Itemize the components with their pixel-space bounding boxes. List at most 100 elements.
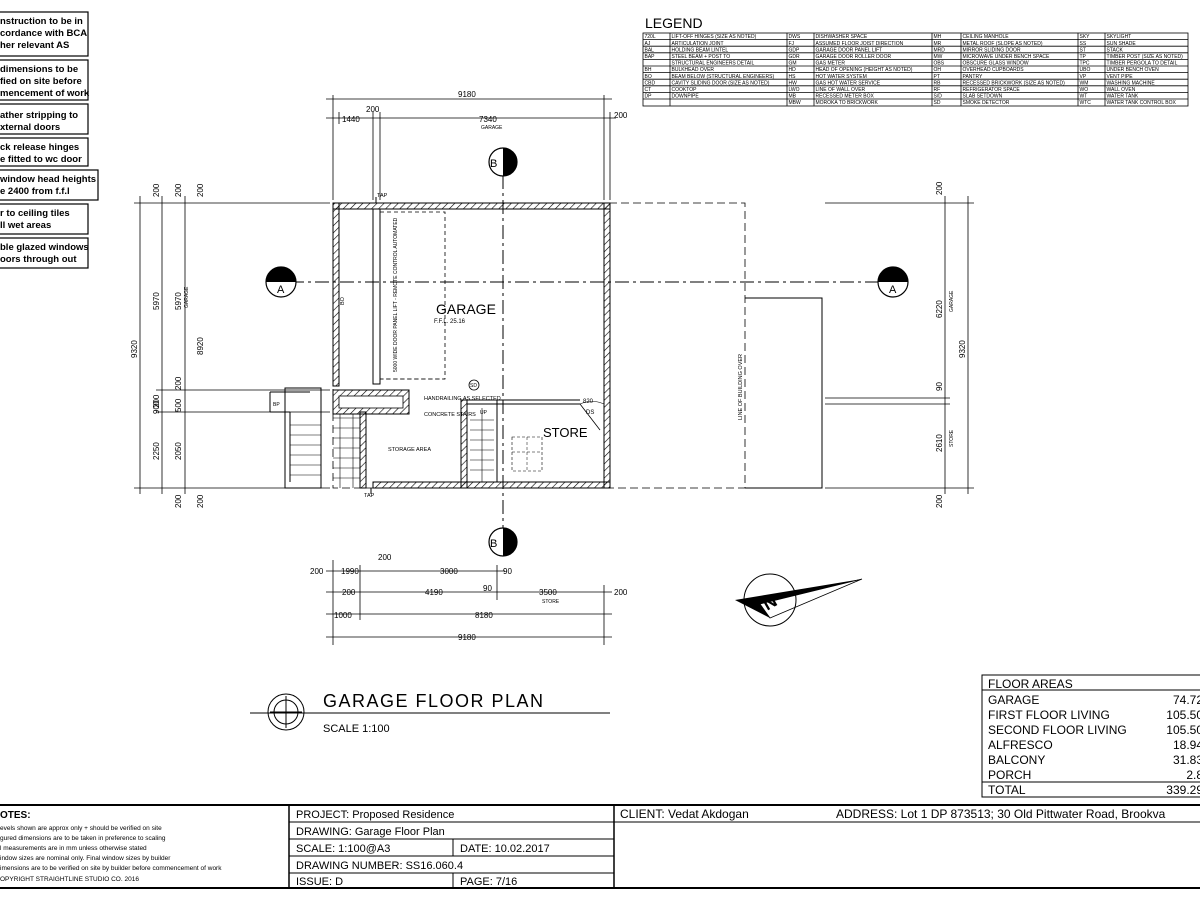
left-notes <box>0 11 99 269</box>
left-note-15: ble glazed windows <box>0 242 89 253</box>
left-note-9: ck release hinges <box>0 142 79 153</box>
section-marker-b-top: B <box>488 147 518 177</box>
legend-code: DWS <box>789 34 801 40</box>
dim-bot-total: 9180 <box>458 633 476 642</box>
legend-code: UBO <box>1080 67 1091 73</box>
legend-code: BO <box>645 74 652 80</box>
bo-label: BO <box>340 296 346 305</box>
legend-description: LINE OF WALL OVER <box>816 87 866 93</box>
dim-bot-3000: 3000 <box>440 567 458 576</box>
up-label: UP <box>480 410 488 416</box>
footer-title-block <box>0 804 1200 889</box>
left-note-8: xternal doors <box>0 122 60 133</box>
dims-left <box>134 196 330 494</box>
north-arrow: N <box>735 573 863 627</box>
legend-description: COOKTOP <box>672 87 698 93</box>
footer-note: imensions are to be verified on site by … <box>0 865 222 872</box>
floor-areas-table <box>981 674 1200 798</box>
dim-left-900: 900 <box>152 400 161 414</box>
footer-notes-title: OTES: <box>0 810 31 821</box>
legend-description: GARAGE DOOR PANEL LIFT <box>816 47 883 53</box>
section-b-label-bottom: B <box>490 538 497 550</box>
dim-right-9320: 9320 <box>958 340 967 358</box>
left-note-11: window head heights <box>0 174 96 185</box>
dim-left-garage: GARAGE <box>184 286 190 308</box>
dim-bot-4190: 4190 <box>425 588 443 597</box>
section-marker-a-right: A <box>877 266 909 298</box>
legend-code: BAP <box>645 54 656 60</box>
legend-description: GAS METER <box>816 61 846 67</box>
section-marker-b-bottom: B <box>488 527 518 557</box>
dim-right-90: 90 <box>935 382 944 391</box>
dim-top-200b: 200 <box>614 111 628 120</box>
dim-bot-200a: 200 <box>310 567 324 576</box>
legend-description: MOROKA TO BRICKWORK <box>816 100 879 106</box>
legend-title: LEGEND <box>645 15 703 31</box>
stairs-note: CONCRETE STAIRS <box>424 412 476 418</box>
footer-note: l measurements are in mm unless otherwis… <box>0 845 147 852</box>
dim-bot-90a: 90 <box>503 567 512 576</box>
line-of-building-label: LINE OF BUILDING OVER <box>738 354 744 420</box>
dim-bot-3500: 3500 <box>539 588 557 597</box>
dim-bot-200c: 200 <box>614 588 628 597</box>
legend-description: HOT WATER SYSTEM <box>816 74 867 80</box>
legend-code: HD <box>789 67 797 73</box>
footer-address: ADDRESS: Lot 1 DP 873513; 30 Old Pittwat… <box>836 807 1166 821</box>
legend-code: WTC <box>1080 100 1092 106</box>
sd-label: SD <box>470 383 477 389</box>
dim-left-5970b: 5970 <box>174 292 183 310</box>
legend-code: BH <box>645 67 652 73</box>
footer-date: DATE: 10.02.2017 <box>460 843 550 855</box>
dims-top <box>326 95 616 200</box>
legend-code: S/D <box>934 94 943 100</box>
drawing-scale: SCALE 1:100 <box>323 723 390 735</box>
legend-description: BEAM BELOW (STRUCTURAL ENGINEERS) <box>672 74 775 80</box>
legend-description: BULKHEAD OVER <box>672 67 715 73</box>
legend-description: TIMBER POST (SIZE AS NOTED) <box>1107 54 1184 60</box>
section-a-label-right: A <box>889 284 897 296</box>
floor-area-value: 105.50 <box>1166 723 1200 737</box>
left-note-14: ll wet areas <box>0 220 51 231</box>
dim-left-5970a: 5970 <box>152 292 161 310</box>
dim-bot-8180: 8180 <box>475 611 493 620</box>
legend-code: RF <box>934 87 941 93</box>
legend-description: TIMBER PERGOLA TO DETAIL <box>1107 61 1178 67</box>
legend-description: CAVITY SLIDING DOOR (SIZE AS NOTED) <box>672 80 770 86</box>
left-note-4: dimensions to be <box>0 64 78 75</box>
dim-left-9320: 9320 <box>130 340 139 358</box>
dim-bot-90b: 90 <box>483 584 492 593</box>
legend-description: OVERHEAD CUPBOARDS <box>963 67 1025 73</box>
legend-description: SLAB SETDOWN <box>963 94 1003 100</box>
footer-drawing: DRAWING: Garage Floor Plan <box>296 826 445 838</box>
legend-description: REFRIGERATOR SPACE <box>963 87 1021 93</box>
legend-description: SUN SHADE <box>1107 41 1137 47</box>
dims-right <box>825 196 974 494</box>
legend-description: MIRROR SLIDING DOOR <box>963 47 1021 53</box>
legend-description: CEILING MANHOLE <box>963 34 1010 40</box>
legend-description: ASSUMED FLOOR JOIST DIRECTION <box>816 41 904 47</box>
garage-door-note: 5000 WIDE DOOR PANEL LIFT - REMOTE CONTR… <box>393 217 399 372</box>
footer-issue: ISSUE: D <box>296 876 343 888</box>
section-a-label-left: A <box>277 284 285 296</box>
dim-left-200a: 200 <box>152 183 161 197</box>
legend-description: ARTICULATION JOINT <box>672 41 724 47</box>
dim-left-200b: 200 <box>174 183 183 197</box>
legend-description: MICROWAVE UNDER BENCH SPACE <box>963 54 1051 60</box>
legend-description: SKYLIGHT <box>1107 34 1132 40</box>
legend-description: STACK <box>1107 47 1124 53</box>
legend-description: METAL ROOF (SLOPE AS NOTED) <box>963 41 1043 47</box>
floor-plan <box>269 175 880 530</box>
legend-description: WASHING MACHINE <box>1107 80 1156 86</box>
legend-description: STEEL BEAM + POST TO <box>672 54 731 60</box>
drawing-title: GARAGE FLOOR PLAN <box>323 691 545 711</box>
bp-label: BP <box>273 402 280 408</box>
floor-area-label: FIRST FLOOR LIVING <box>988 708 1110 722</box>
floor-area-value: 2.8 <box>1186 768 1200 782</box>
tap-bottom-label: TAP <box>364 493 375 499</box>
legend-code: 720L <box>645 34 656 40</box>
legend-description: HOLDING BEAM LINTEL <box>672 47 729 53</box>
legend-code: GDR <box>789 54 801 60</box>
legend-code: HS <box>789 74 797 80</box>
dim-left-2050: 2050 <box>174 442 183 460</box>
